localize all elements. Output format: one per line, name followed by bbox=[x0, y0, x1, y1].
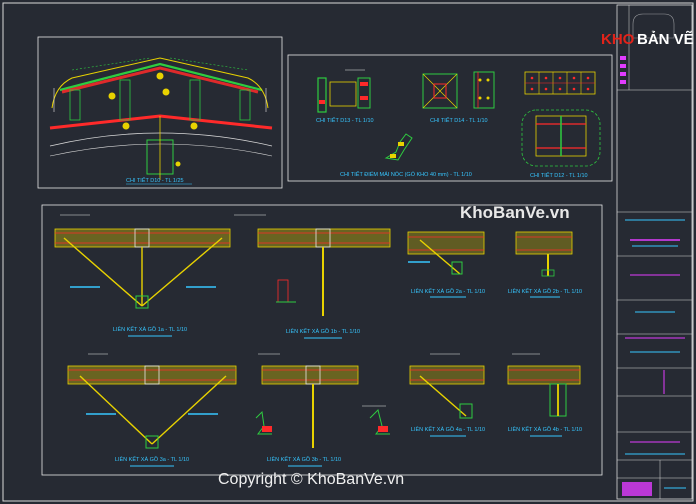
label-connection-2b: LIÊN KẾT XÀ GỒ 2b - TL 1/10 bbox=[508, 287, 582, 295]
label-connection-3b: LIÊN KẾT XÀ GỒ 3b - TL 1/10 bbox=[267, 455, 341, 463]
copyright-text: Copyright © KhoBanVe.vn bbox=[218, 471, 404, 488]
label-detail-d10: CHI TIẾT D10 - TL 1/25 bbox=[126, 177, 184, 184]
label-connection-1b: LIÊN KẾT XÀ GỒ 1b - TL 1/10 bbox=[286, 327, 360, 335]
khobanve-logo: KHO BẢN VẼ bbox=[601, 13, 694, 48]
detail-d13: CHI TIẾT D13 - TL 1/10 bbox=[316, 69, 374, 124]
connection-4a: LIÊN KẾT XÀ GỒ 4a - TL 1/10 bbox=[409, 353, 485, 437]
connection-2b: LIÊN KẾT XÀ GỒ 2b - TL 1/10 bbox=[508, 231, 582, 298]
detail-small-3b bbox=[362, 405, 390, 435]
detail-d14: CHI TIẾT D14 - TL 1/10 bbox=[422, 71, 495, 124]
connection-1a: LIÊN KẾT XÀ GỒ 1a - TL 1/10 bbox=[54, 214, 231, 337]
title-block bbox=[616, 4, 693, 500]
detail-group-top-right: CHI TIẾT D13 - TL 1/10 CHI TIẾT D14 - TL… bbox=[287, 54, 613, 182]
copyright-bar: Copyright © KhoBanVe.vn bbox=[218, 471, 404, 488]
detail-ridge: CHI TIẾT ĐIỂM MÁI NÓC (GÓ KHO 40 mm) - T… bbox=[340, 133, 472, 178]
label-connection-2a: LIÊN KẾT XÀ GỒ 2a - TL 1/10 bbox=[411, 287, 485, 295]
watermark-text: KhoBanVe.vn bbox=[460, 203, 570, 222]
connection-4b: LIÊN KẾT XÀ GỒ 4b - TL 1/10 bbox=[507, 353, 582, 437]
label-connection-4b: LIÊN KẾT XÀ GỒ 4b - TL 1/10 bbox=[508, 425, 582, 433]
label-detail-d12: CHI TIẾT D12 - TL 1/10 bbox=[530, 172, 588, 179]
label-detail-d13: CHI TIẾT D13 - TL 1/10 bbox=[316, 117, 374, 124]
label-connection-4a: LIÊN KẾT XÀ GỒ 4a - TL 1/10 bbox=[411, 425, 485, 433]
logo-text-kho: KHO bbox=[601, 31, 635, 48]
detail-d12: CHI TIẾT D12 - TL 1/10 bbox=[521, 71, 601, 179]
connection-panel: LIÊN KẾT XÀ GỒ 1a - TL 1/10 LIÊN KẾT XÀ … bbox=[41, 204, 603, 476]
label-detail-ridge: CHI TIẾT ĐIỂM MÁI NÓC (GÓ KHO 40 mm) - T… bbox=[340, 171, 472, 178]
label-detail-d14: CHI TIẾT D14 - TL 1/10 bbox=[430, 117, 488, 124]
connection-2a: LIÊN KẾT XÀ GỒ 2a - TL 1/10 bbox=[407, 231, 485, 298]
label-connection-3a: LIÊN KẾT XÀ GỒ 3a - TL 1/10 bbox=[115, 455, 189, 463]
connection-3b: LIÊN KẾT XÀ GỒ 3b - TL 1/10 bbox=[255, 353, 359, 467]
detail-d10: CHI TIẾT D10 - TL 1/25 bbox=[37, 36, 283, 189]
logo-text-banve: BẢN VẼ bbox=[637, 30, 694, 48]
label-connection-1a: LIÊN KẾT XÀ GỒ 1a - TL 1/10 bbox=[113, 325, 187, 333]
connection-1b: LIÊN KẾT XÀ GỒ 1b - TL 1/10 bbox=[234, 214, 391, 339]
connection-3a: LIÊN KẾT XÀ GỒ 3a - TL 1/10 bbox=[67, 353, 237, 467]
